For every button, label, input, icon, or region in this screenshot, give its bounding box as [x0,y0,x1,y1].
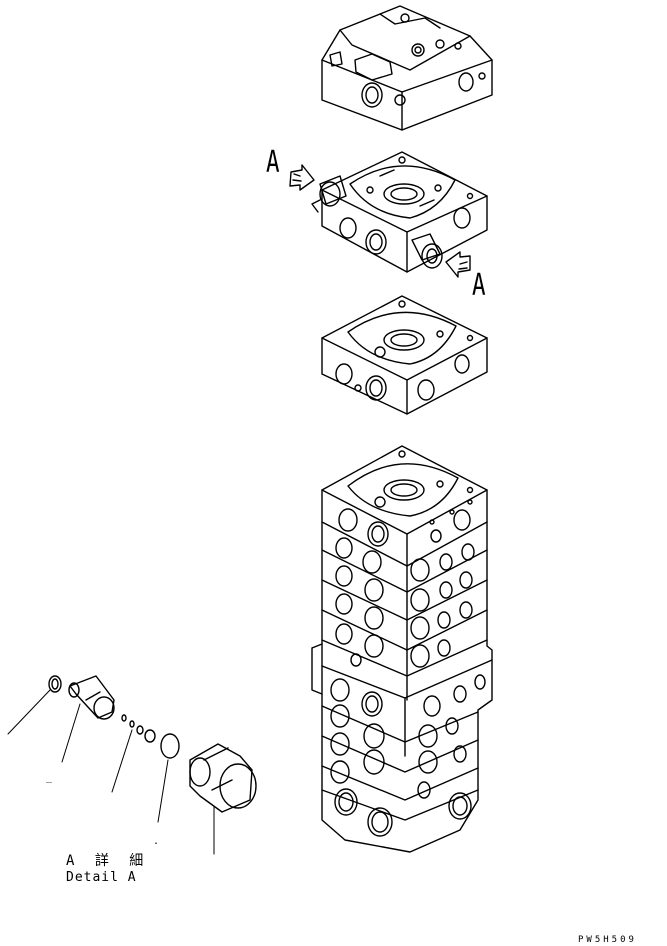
valve-block-3 [321,295,488,415]
detail-title-english: Detail A [66,870,137,885]
valve-block-2 [311,151,488,273]
part-number-blank-1: _ [46,772,53,783]
callout-arrow-right [445,251,471,278]
callout-label-a-right: A [472,268,486,303]
main-valve-stack [311,445,493,853]
top-cover-block [321,5,493,131]
part-number-blank-2: . [153,836,160,847]
detail-title-japanese: A 詳 細 [66,853,150,869]
detail-a-parts [48,675,257,813]
drawing-code: PW5H509 [578,935,637,945]
callout-arrow-top [289,164,315,191]
callout-label-a-top: A [266,145,280,180]
leader-lines [7,689,215,855]
